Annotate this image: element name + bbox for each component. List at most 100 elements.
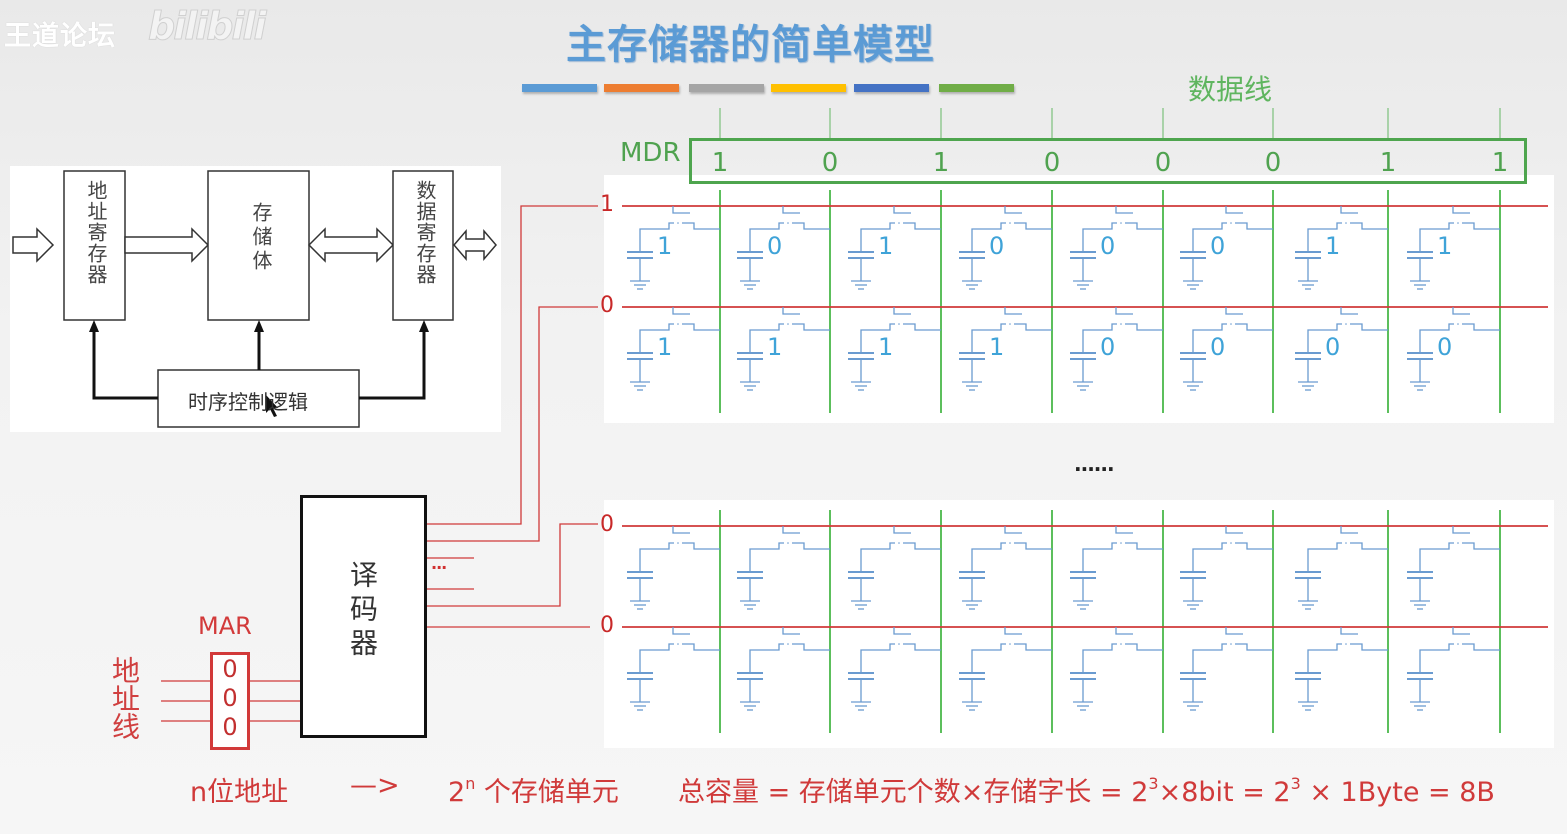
cell-wire-left (1192, 323, 1227, 353)
transistor-gate (1225, 526, 1243, 534)
cell-wire-left (1419, 542, 1454, 572)
color-bar (939, 84, 1014, 92)
transistor-dot (1230, 542, 1232, 544)
transistor-dot (677, 323, 679, 325)
transistor-dot (1345, 542, 1347, 544)
cell-wire-right (1462, 222, 1500, 230)
n-bit-address-text: n位地址 (190, 777, 289, 808)
cell-wire-right (1125, 542, 1163, 550)
transistor-dot (1457, 222, 1459, 224)
cell-bit-value: 0 (1100, 333, 1116, 361)
units-text: 个存储单元 (483, 777, 619, 808)
transistor-gate (1115, 627, 1133, 635)
mdr-bit: 0 (1264, 148, 1282, 178)
transistor-dot (787, 643, 789, 645)
transistor-gate (1115, 526, 1133, 534)
mdr-bit: 0 (1154, 148, 1172, 178)
cell-bit-value: 1 (878, 232, 894, 260)
transistor-dot (1345, 323, 1347, 325)
storage-units-text: 2n 个存储单元 (448, 770, 619, 809)
transistor-dot (898, 542, 900, 544)
decoder-label: 译码器 (346, 560, 379, 662)
block-diagram-panel: 地址寄存器 存储体 数据寄存器 时序控制逻辑 (10, 166, 501, 432)
cell-wire-right (1235, 323, 1273, 331)
cell-wire-left (639, 222, 674, 252)
cell-wire-right (1350, 643, 1388, 651)
transistor-gate (1004, 526, 1022, 534)
timing-control-label: 时序控制逻辑 (188, 390, 308, 414)
transistor-dot (787, 542, 789, 544)
cell-wire-right (1350, 323, 1388, 331)
cell-wire-right (1235, 222, 1273, 230)
cell-wire-right (1014, 542, 1052, 550)
cell-wire-right (682, 542, 720, 550)
units-base: 2 (448, 777, 466, 808)
cell-wire-left (639, 323, 674, 353)
mar-bit: 0 (222, 655, 238, 683)
cell-wire-left (1307, 323, 1342, 353)
formula-arrow: —> (350, 770, 400, 801)
transistor-gate (1225, 307, 1243, 315)
block-diagram-svg (12, 170, 497, 428)
transistor-gate (1340, 307, 1358, 315)
capacity-mid: ×8bit = 2 (1158, 777, 1291, 808)
external-double-arrow-icon (453, 228, 497, 262)
cell-wire-left (971, 222, 1006, 252)
cell-wire-left (1192, 643, 1227, 673)
cell-wire-right (1125, 323, 1163, 331)
units-exponent: n (465, 774, 476, 793)
cell-wire-left (749, 542, 784, 572)
capacity-exp-2: 3 (1290, 774, 1301, 793)
cell-wire-right (1014, 643, 1052, 651)
transistor-dot (787, 323, 789, 325)
cell-wire-left (639, 643, 674, 673)
cell-bit-value: 0 (767, 232, 783, 260)
rows-ellipsis: ...... (1074, 452, 1115, 476)
transistor-gate (1340, 526, 1358, 534)
cell-wire-right (1462, 643, 1500, 651)
cell-wire-right (682, 323, 720, 331)
cell-wire-left (1082, 542, 1117, 572)
transistor-dot (1009, 323, 1011, 325)
data-line-label: 数据线 (1188, 73, 1273, 106)
transistor-gate (782, 526, 800, 534)
mdr-bit: 1 (1491, 148, 1509, 178)
capacity-suffix: × 1Byte = 8B (1300, 777, 1495, 808)
mar-bit: 0 (222, 713, 238, 741)
address-lines-label: 地址线 (108, 656, 141, 740)
cell-wire-right (682, 222, 720, 230)
cell-bit-value: 1 (657, 333, 673, 361)
cell-wire-right (1462, 542, 1500, 550)
cell-wire-right (792, 643, 830, 651)
cell-wire-right (1125, 643, 1163, 651)
transistor-gate (1452, 206, 1470, 214)
control-line-left (92, 326, 158, 400)
transistor-gate (1004, 206, 1022, 214)
transistor-gate (1452, 307, 1470, 315)
word-line-value: 1 (600, 192, 614, 217)
cell-wire-left (1192, 222, 1227, 252)
cell-wire-left (860, 222, 895, 252)
slide-title: 主存储器的简单模型 (566, 22, 935, 68)
cell-wire-left (971, 542, 1006, 572)
transistor-gate (782, 206, 800, 214)
cell-wire-right (1235, 643, 1273, 651)
cell-wire-right (1350, 542, 1388, 550)
transistor-gate (672, 526, 690, 534)
cell-wire-right (792, 323, 830, 331)
capacity-prefix: 总容量 = 存储单元个数×存储字长 = 2 (678, 777, 1149, 808)
cell-wire-left (1082, 643, 1117, 673)
cell-wire-left (971, 643, 1006, 673)
mdr-register (689, 138, 1527, 184)
mouse-cursor-icon (266, 395, 278, 417)
cell-wire-left (860, 643, 895, 673)
cell-bit-value: 0 (989, 232, 1005, 260)
transistor-dot (1120, 542, 1122, 544)
color-bar (522, 84, 597, 92)
cell-wire-right (682, 643, 720, 651)
cell-wire-right (1014, 323, 1052, 331)
mdr-bit: 0 (821, 148, 839, 178)
transistor-gate (1225, 206, 1243, 214)
transistor-dot (898, 323, 900, 325)
cell-bit-value: 0 (1210, 333, 1226, 361)
